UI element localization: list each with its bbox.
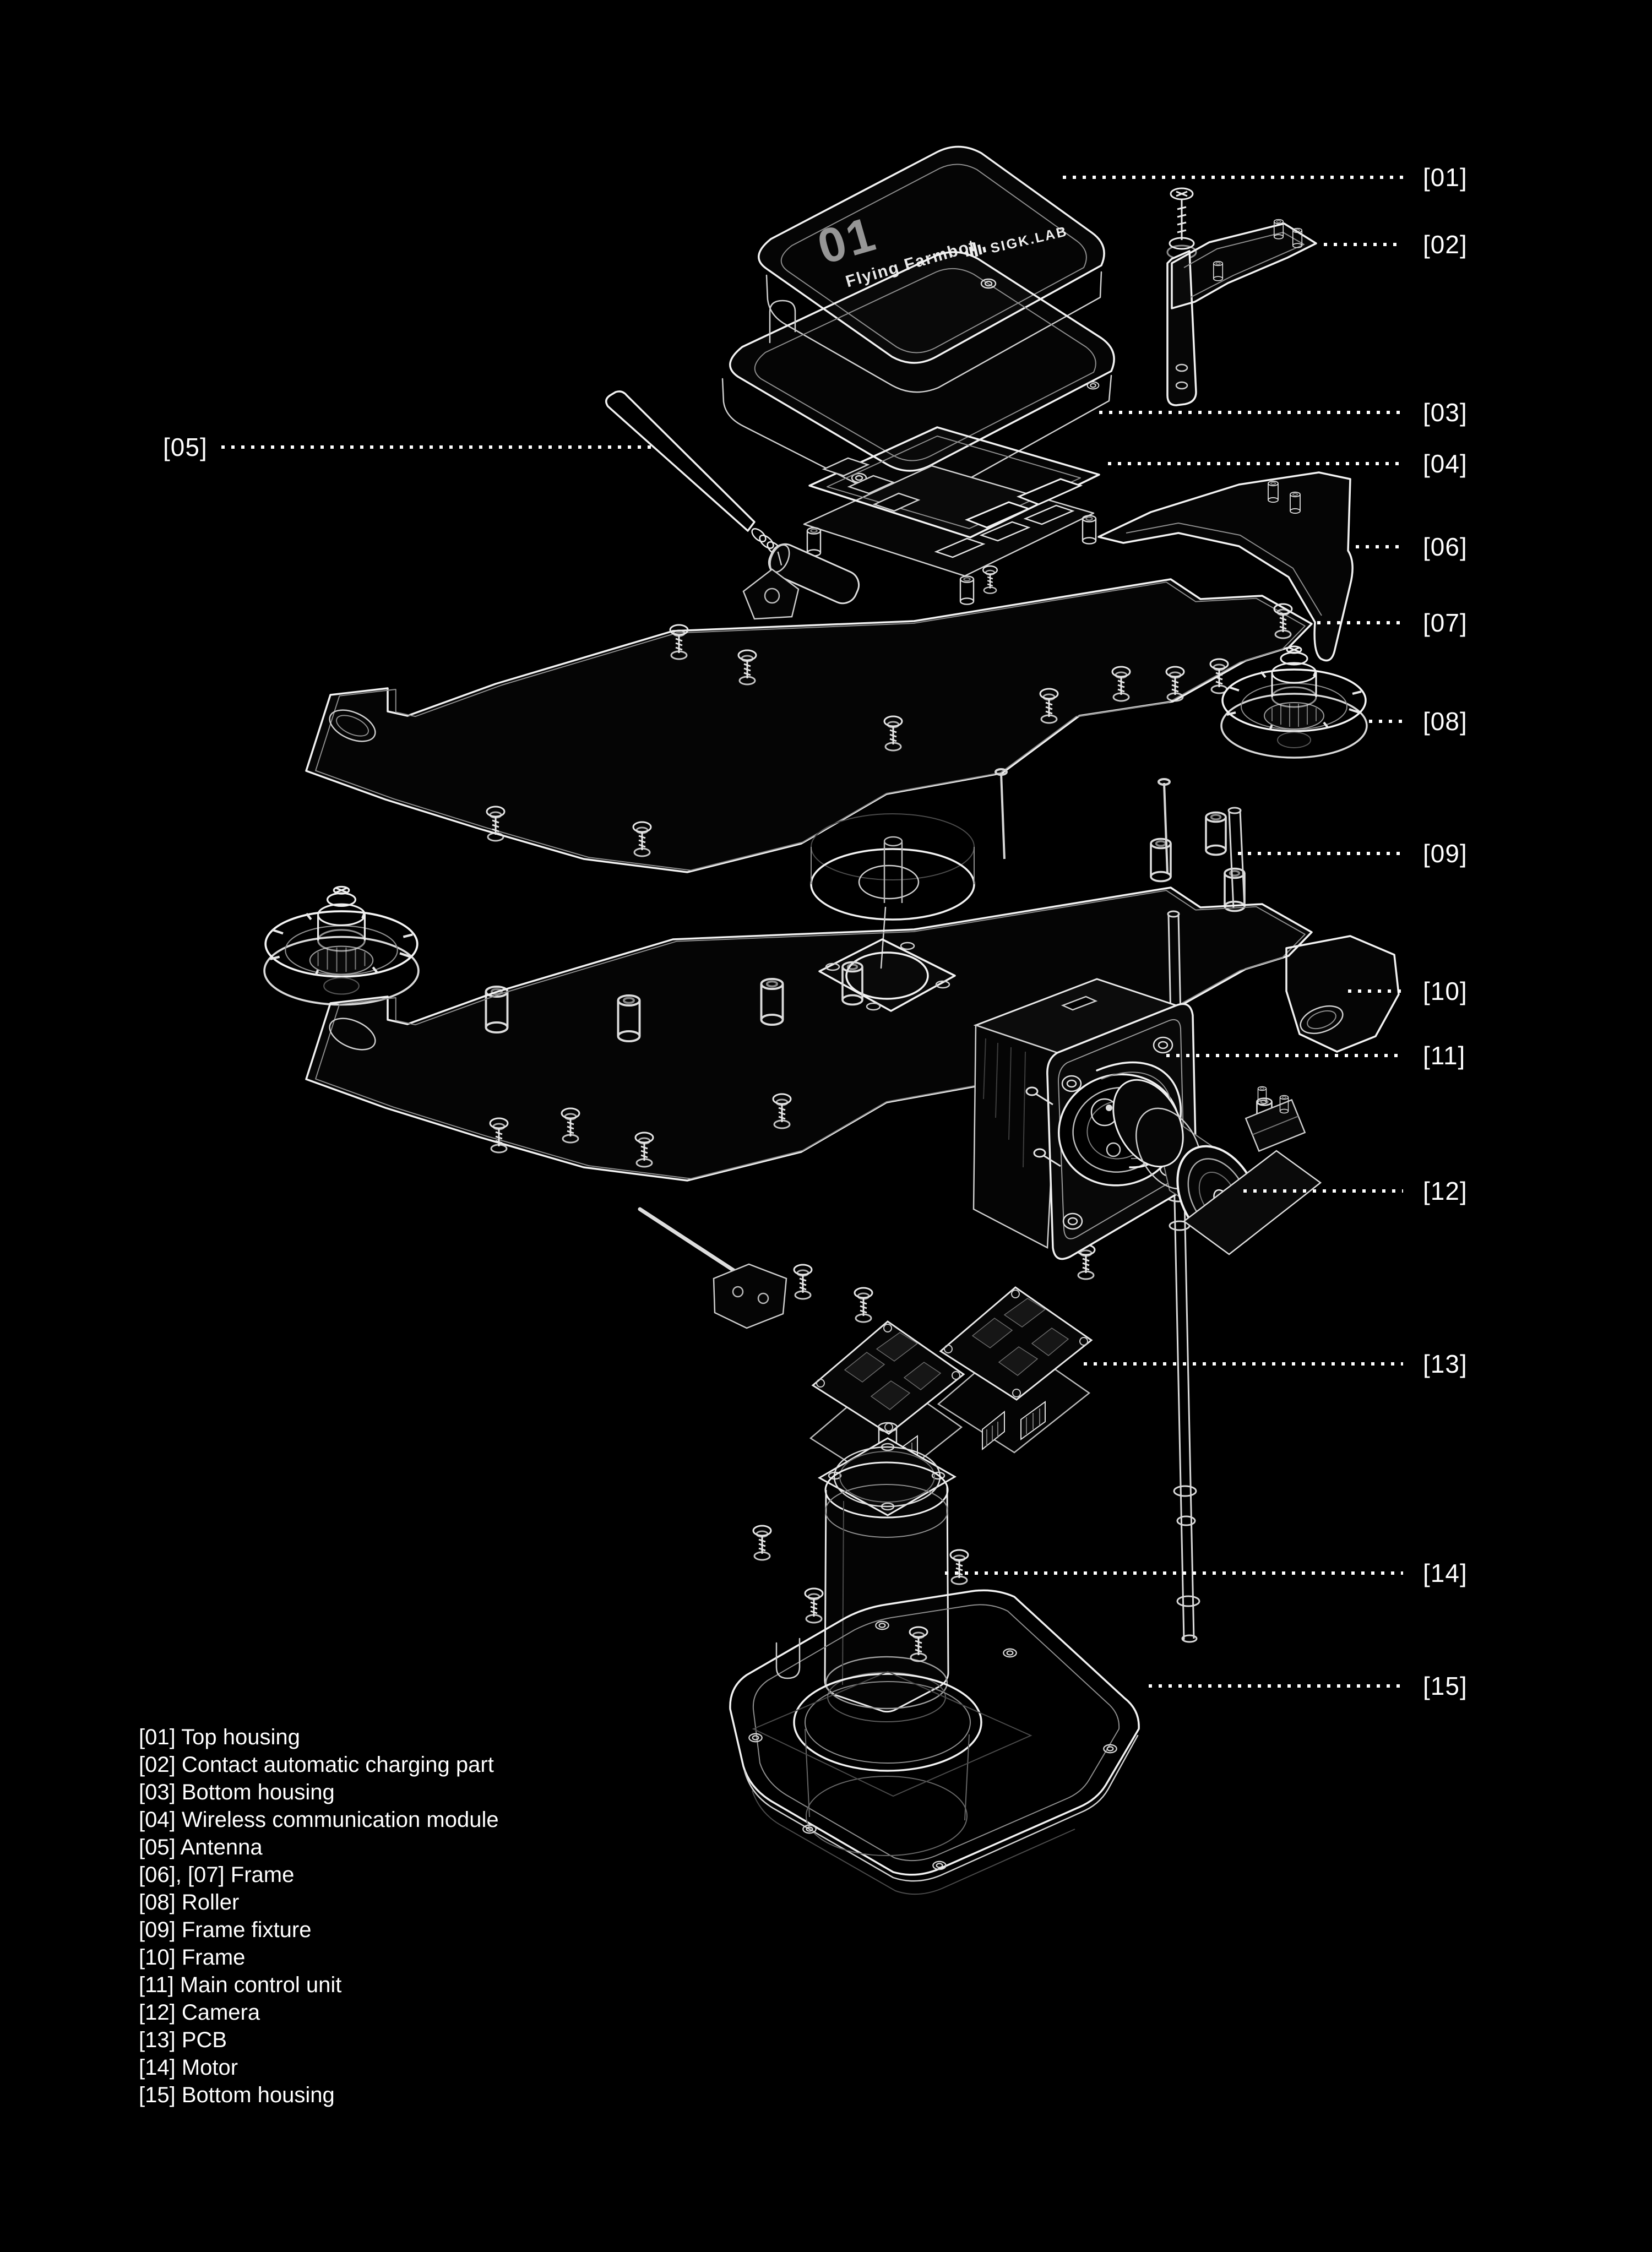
legend-item: [10] Frame	[139, 1945, 245, 1970]
callout-label-04: [04]	[1423, 449, 1468, 478]
part-frame-07	[305, 578, 1313, 874]
legend-item: [04] Wireless communication module	[139, 1808, 499, 1832]
part-motor	[752, 1422, 969, 1722]
charging-bar-hole	[1175, 363, 1188, 372]
antenna-clamp	[742, 568, 800, 620]
module-upper-inner	[827, 436, 1081, 529]
part-frame-06	[1097, 471, 1354, 662]
legend-item: [08] Roller	[139, 1890, 239, 1914]
part-frame-10	[305, 886, 1400, 1329]
part-contact-charging	[1166, 187, 1317, 406]
callout-label-13: [13]	[1423, 1350, 1468, 1378]
bottom-housing-notch	[769, 300, 796, 344]
module-front-ports	[965, 478, 1083, 529]
legend-item: [12] Camera	[139, 2000, 260, 2025]
frame07-oval-hole	[329, 709, 376, 742]
callout-label-14: [14]	[1423, 1559, 1468, 1587]
motor-flange	[817, 1437, 957, 1516]
tray-well-rim	[793, 1673, 982, 1772]
frame06-outline	[1097, 471, 1354, 662]
tray-inner-edge	[752, 1604, 1120, 1862]
module-lower-board	[803, 465, 1095, 577]
part-wireless-module	[803, 426, 1100, 605]
legend-item: [05] Antenna	[139, 1835, 263, 1859]
tray-well-inner	[805, 1681, 971, 1764]
legend-item: [15] Bottom housing	[139, 2083, 335, 2107]
callout-label-07: [07]	[1423, 608, 1468, 637]
callout-label-09: [09]	[1423, 839, 1468, 868]
charging-bar-hole	[1175, 381, 1188, 390]
tray-well-cylinder	[805, 1728, 970, 1856]
fixture-rod	[1227, 807, 1246, 909]
legend-item: [09] Frame fixture	[139, 1918, 311, 1942]
frame06-inner-edge	[1126, 523, 1322, 616]
legend: [01] Top housing [02] Contact automatic …	[139, 1725, 499, 2107]
part-camera	[1096, 1061, 1322, 1255]
threaded-rods	[995, 768, 1171, 874]
frame10-oval-hole	[329, 1018, 376, 1051]
callout-label-03: [03]	[1423, 398, 1468, 427]
tray-pocket	[752, 1671, 1032, 1797]
frame10-wing-oval	[1300, 1005, 1344, 1035]
frame10-clip-bracket	[638, 1207, 787, 1329]
top-housing-outline	[758, 145, 1105, 364]
legend-item: [06], [07] Frame	[139, 1863, 294, 1887]
callout-label-01: [01]	[1423, 163, 1468, 192]
camera-bracket-arm	[1182, 1150, 1322, 1255]
callout-label-05: [05]	[163, 433, 208, 461]
tray-bottom-rim	[743, 1734, 1139, 1882]
callout-label-15: [15]	[1423, 1672, 1468, 1700]
module-lower-ports	[934, 504, 1075, 558]
leader-lines	[221, 176, 1403, 1688]
callout-label-11: [11]	[1423, 1041, 1465, 1070]
motor-flange-hole	[931, 1471, 945, 1480]
callout-label-08: [08]	[1423, 707, 1468, 736]
charging-bracket-plate	[1171, 222, 1317, 309]
mcu-mount-screws	[1025, 1086, 1061, 1167]
charging-bar	[1166, 250, 1197, 406]
motor-flange-circle-inner	[839, 1451, 935, 1503]
callout-label-02: [02]	[1423, 230, 1468, 259]
charging-screw-icon	[1166, 187, 1197, 260]
part-antenna	[605, 390, 860, 620]
part-dome	[810, 813, 975, 921]
mcu-left-face	[972, 1024, 1058, 1249]
legend-item: [13] PCB	[139, 2028, 227, 2052]
antenna-shaft	[605, 390, 756, 532]
motor-body	[824, 1461, 949, 1722]
legend-item: [01] Top housing	[139, 1725, 300, 1749]
dome-shaft	[883, 836, 903, 903]
bottom-housing-outline	[729, 251, 1115, 472]
frame10-wing	[1285, 935, 1400, 1053]
legend-item: [03] Bottom housing	[139, 1780, 335, 1804]
mcu-left-hatch	[983, 1038, 1026, 1168]
callout-label-10: [10]	[1423, 977, 1468, 1005]
frame10-wing-oval-inner	[1307, 1010, 1336, 1030]
camera-ring-1	[1112, 1079, 1184, 1168]
bottom-housing-inner-edge	[754, 268, 1096, 461]
charging-bracket-inner	[1183, 232, 1305, 298]
tray-bottom-rim2	[752, 1790, 1075, 1895]
part-frame-fixtures	[485, 807, 1246, 1043]
legend-item: [11] Main control unit	[139, 1973, 341, 1997]
legend-item: [02] Contact automatic charging part	[139, 1753, 494, 1777]
tray-notch	[775, 1638, 801, 1679]
frame07-oval-hole-inner	[336, 715, 369, 737]
camera-bracket-block	[1245, 1098, 1306, 1152]
callout-label-06: [06]	[1423, 532, 1468, 561]
module-side-connectors	[822, 457, 921, 512]
tray-outline	[729, 1589, 1140, 1876]
mcu-top-slot	[1061, 996, 1098, 1011]
nut-icon	[1106, 1142, 1121, 1157]
top-housing-inner-edge	[780, 164, 1087, 353]
dome-cup	[858, 864, 920, 900]
mcu-corner-washers	[1061, 1036, 1180, 1230]
module-upper-board	[808, 426, 1100, 538]
callout-label-12: [12]	[1423, 1177, 1468, 1205]
callout-labels: [01] [02] [03] [04] [05] [06] [07] [08] …	[163, 163, 1468, 1700]
part-bottom-tray	[729, 1589, 1140, 1895]
legend-item: [14] Motor	[139, 2055, 238, 2080]
antenna-barrel	[768, 543, 860, 605]
